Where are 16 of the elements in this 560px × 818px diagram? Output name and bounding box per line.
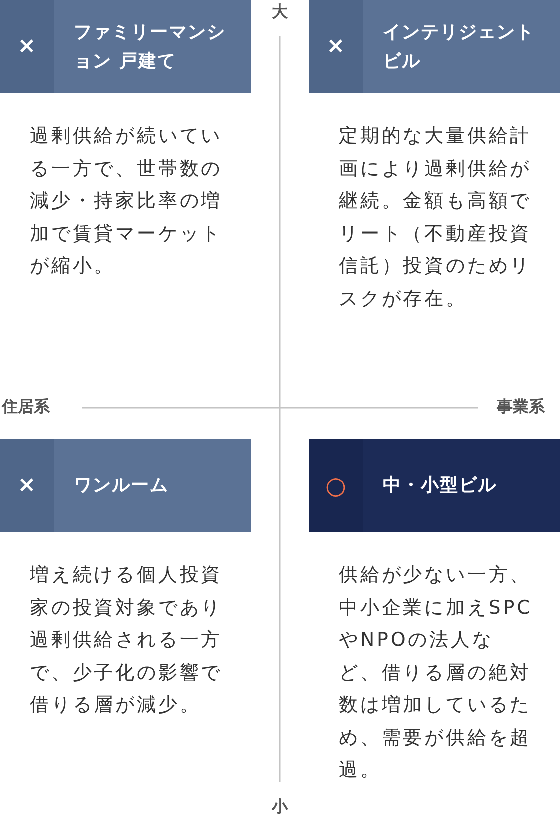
quadrant-title: 中・小型ビル [382, 474, 498, 498]
quadrant-title: インテリジェントビル [382, 20, 536, 74]
quadrant-description: 増え続ける個人投資家の投資対象であり過剰供給される一方で、少子化の影響で借りる層が減少。 [30, 563, 224, 718]
cross-mark: × [0, 0, 54, 93]
axis-label: 事業系 [497, 397, 545, 418]
cross-mark: × [0, 439, 54, 532]
circle-mark: ○ [309, 439, 363, 532]
quadrant-description: 供給が少ない一方、中小企業に加えSPCやNPOの法人など、借りる層の絶対数は増加しているため、需要が供給を超過。 [339, 563, 534, 783]
axis-label: 住居系 [2, 397, 50, 418]
quadrant-title: ファミリーマンション 戸建て [73, 20, 227, 74]
cross-mark: × [309, 0, 363, 93]
quadrant-title: ワンルーム [73, 474, 170, 498]
quadrant-description: 過剰供給が続いている一方で、世帯数の減少・持家比率の増加で賃貸マーケットが縮小。 [30, 124, 224, 279]
axis-label: 小 [272, 797, 288, 818]
quadrant-description: 定期的な大量供給計画により過剰供給が継続。金額も高額でリート（不動産投資信託）投資のためリスクが存在。 [339, 124, 533, 312]
axis-label: 大 [272, 2, 288, 23]
